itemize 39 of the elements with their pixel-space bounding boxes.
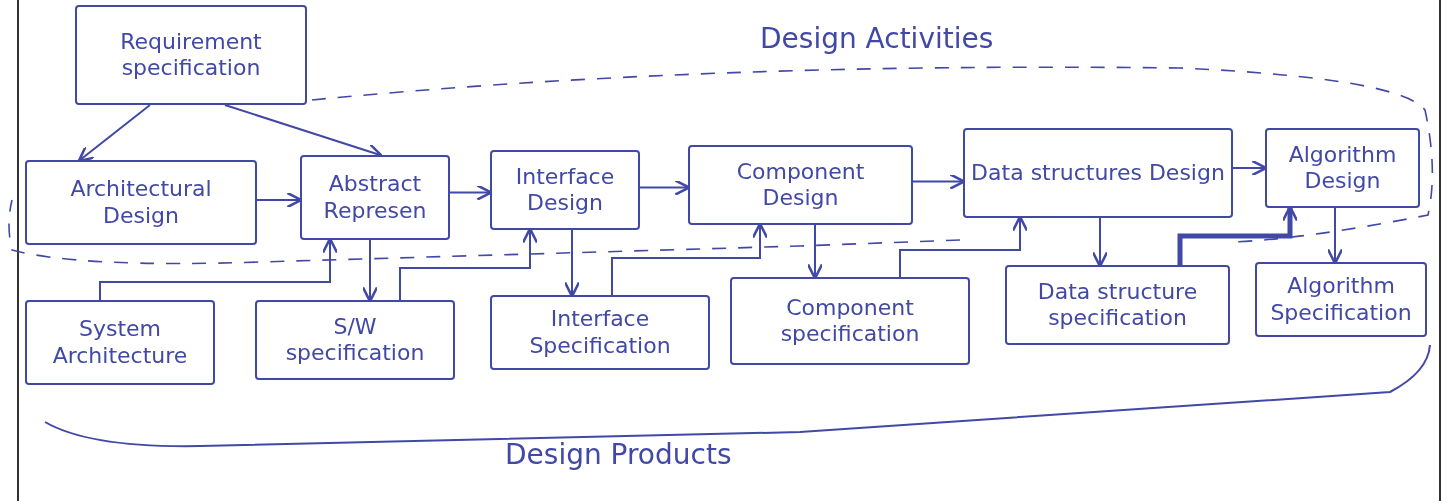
process-box bbox=[490, 150, 640, 230]
arrow bbox=[99, 237, 339, 301]
process-box bbox=[75, 5, 307, 105]
arrow bbox=[399, 227, 539, 301]
arrow bbox=[611, 222, 769, 296]
arrow bbox=[1091, 217, 1109, 268]
process-box bbox=[688, 145, 913, 225]
box-label: Architectural Design bbox=[69, 176, 213, 229]
process-box bbox=[255, 300, 455, 380]
process-box bbox=[1265, 128, 1420, 208]
box-label: Interface Design bbox=[514, 163, 616, 217]
box-label: System Architecture bbox=[51, 316, 189, 369]
process-box bbox=[490, 295, 710, 370]
box-label: Abstract Represen bbox=[322, 171, 428, 224]
process-box bbox=[25, 160, 257, 245]
box-label: Interface Specification bbox=[528, 306, 672, 359]
arrow bbox=[1326, 207, 1344, 265]
process-box bbox=[963, 128, 1233, 218]
box-label: Requirement specification bbox=[119, 28, 263, 82]
arrow bbox=[806, 224, 824, 280]
box-label: Algorithm Design bbox=[1287, 141, 1398, 195]
box-label: Component specification bbox=[779, 294, 921, 348]
arrow bbox=[361, 239, 379, 303]
box-label: S/W specification bbox=[284, 313, 426, 367]
process-box bbox=[730, 277, 970, 365]
group-title: Design Activities bbox=[760, 22, 994, 55]
box-label: Data structures Design bbox=[971, 159, 1225, 187]
process-box bbox=[300, 155, 450, 240]
group-title: Design Products bbox=[505, 438, 732, 471]
arrow bbox=[77, 104, 151, 163]
arrow bbox=[899, 215, 1029, 278]
box-label: Component Design bbox=[735, 158, 866, 212]
box-label: Algorithm Specification bbox=[1269, 273, 1413, 326]
arrow bbox=[1177, 205, 1299, 265]
process-box bbox=[25, 300, 215, 385]
process-box bbox=[1005, 265, 1230, 345]
box-label: Data structure specification bbox=[1036, 278, 1199, 332]
arrow bbox=[563, 229, 581, 298]
process-box bbox=[1255, 262, 1427, 337]
